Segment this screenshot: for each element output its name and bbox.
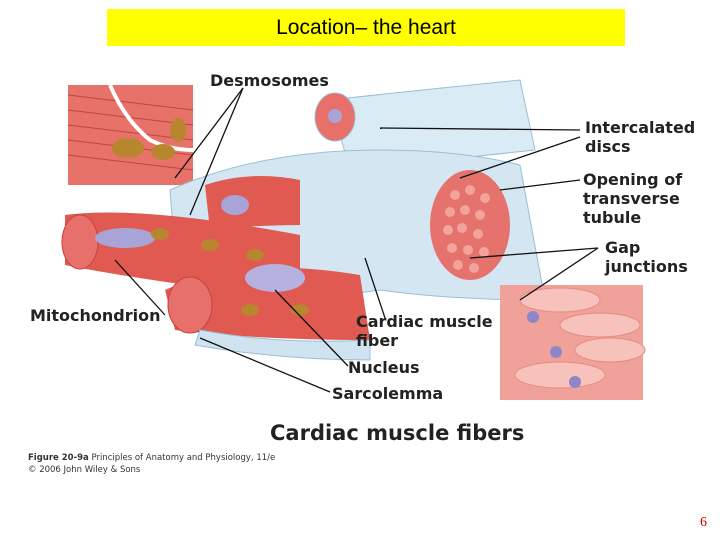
desmosomes-label: Desmosomes — [210, 71, 329, 90]
page-number: 6 — [700, 515, 707, 531]
nucleus-label: Nucleus — [348, 358, 420, 377]
cardiac-fiber-label-line-1: Cardiac muscle — [356, 312, 493, 331]
desmosome-inset — [68, 85, 193, 185]
intercalated-label-line-1: Intercalated — [585, 118, 695, 137]
opening-label-line-1: Opening of — [583, 170, 682, 189]
figure-credit-line-1: Figure 20-9a Principles of Anatomy and P… — [28, 453, 275, 463]
figure-caption: Cardiac muscle fibers — [270, 421, 524, 445]
mitochondrion-label: Mitochondrion — [30, 306, 161, 325]
gap-label-line-2: junctions — [605, 257, 688, 276]
gap-label-line-1: Gap — [605, 238, 688, 257]
figure-number: Figure 20-9a — [28, 453, 89, 463]
book-title: Principles of Anatomy and Physiology, 11… — [91, 453, 275, 463]
transverse-tubule-label: Opening of transverse tubule — [583, 170, 682, 227]
figure-credit-line-2: © 2006 John Wiley & Sons — [28, 465, 140, 475]
sarcolemma-label: Sarcolemma — [332, 384, 443, 403]
intercalated-label-line-2: discs — [585, 137, 695, 156]
gap-junction-inset — [500, 285, 645, 400]
cardiac-muscle-fiber-label: Cardiac muscle fiber — [356, 312, 493, 350]
opening-label-line-2: transverse — [583, 189, 682, 208]
cardiac-fiber-label-line-2: fiber — [356, 331, 493, 350]
opening-label-line-3: tubule — [583, 208, 682, 227]
intercalated-discs-label: Intercalated discs — [585, 118, 695, 156]
gap-junctions-label: Gap junctions — [605, 238, 688, 276]
